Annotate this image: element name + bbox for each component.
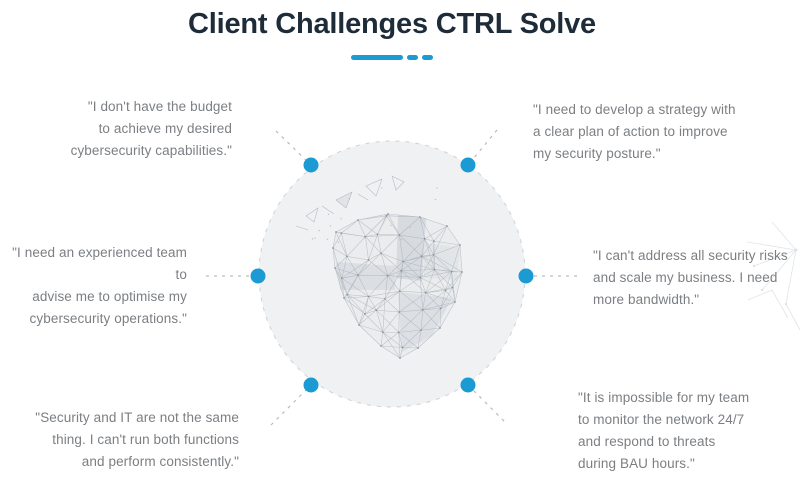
node-dot bbox=[303, 157, 319, 173]
quote-line: thing. I can't run both functions bbox=[52, 432, 239, 447]
quote-monitoring: "It is impossible for my team to monitor… bbox=[578, 387, 793, 475]
quote-line: and scale my business. I need bbox=[593, 270, 778, 285]
quote-line: cybersecurity capabilities." bbox=[70, 143, 232, 158]
node-dot bbox=[303, 377, 319, 393]
quote-line: to achieve my desired bbox=[98, 121, 232, 136]
quote-line: "I can't address all security risks bbox=[593, 248, 788, 263]
title-underline-dash bbox=[422, 55, 433, 60]
wireframe-shield-icon bbox=[295, 175, 463, 359]
title-underline-dash bbox=[407, 55, 418, 60]
quote-line: my security posture." bbox=[533, 146, 661, 161]
connector-bottom-left bbox=[270, 384, 312, 426]
quote-line: "It is impossible for my team bbox=[578, 390, 750, 405]
quote-line: a clear plan of action to improve bbox=[533, 124, 728, 139]
connector-lines bbox=[206, 129, 577, 426]
quote-line: and perform consistently." bbox=[81, 454, 239, 469]
header: Client Challenges CTRL Solve bbox=[0, 8, 784, 41]
page-title: Client Challenges CTRL Solve bbox=[187, 8, 596, 40]
title-underline bbox=[0, 55, 784, 60]
node-dot bbox=[250, 268, 266, 284]
quote-line: advise me to optimise my bbox=[32, 289, 187, 304]
quote-bandwidth: "I can't address all security risks and … bbox=[593, 245, 798, 311]
quote-line: more bandwidth." bbox=[593, 292, 700, 307]
connector-bottom-right bbox=[467, 384, 507, 424]
title-underline-dash-long bbox=[351, 55, 403, 60]
quote-line: cybersecurity operations." bbox=[29, 311, 187, 326]
quote-line: "I don't have the budget bbox=[87, 99, 232, 114]
quote-strategy: "I need to develop a strategy with a cle… bbox=[533, 99, 763, 165]
background-network-decoration bbox=[746, 221, 800, 331]
node-dot bbox=[460, 157, 476, 173]
quote-line: and respond to threats bbox=[578, 434, 716, 449]
quote-line: "I need to develop a strategy with bbox=[533, 102, 736, 117]
quote-line: "I need an experienced team to bbox=[12, 245, 187, 282]
quote-line: "Security and IT are not the same bbox=[35, 410, 239, 425]
quote-experienced-team: "I need an experienced team to advise me… bbox=[5, 242, 187, 330]
node-dot bbox=[518, 268, 534, 284]
connector-top-left bbox=[275, 130, 312, 166]
quote-security-vs-it: "Security and IT are not the same thing.… bbox=[27, 407, 239, 473]
node-dots bbox=[250, 157, 534, 393]
quote-line: during BAU hours." bbox=[578, 456, 695, 471]
node-dot bbox=[460, 377, 476, 393]
quote-budget: "I don't have the budget to achieve my d… bbox=[20, 96, 232, 162]
quote-line: to monitor the network 24/7 bbox=[578, 412, 745, 427]
